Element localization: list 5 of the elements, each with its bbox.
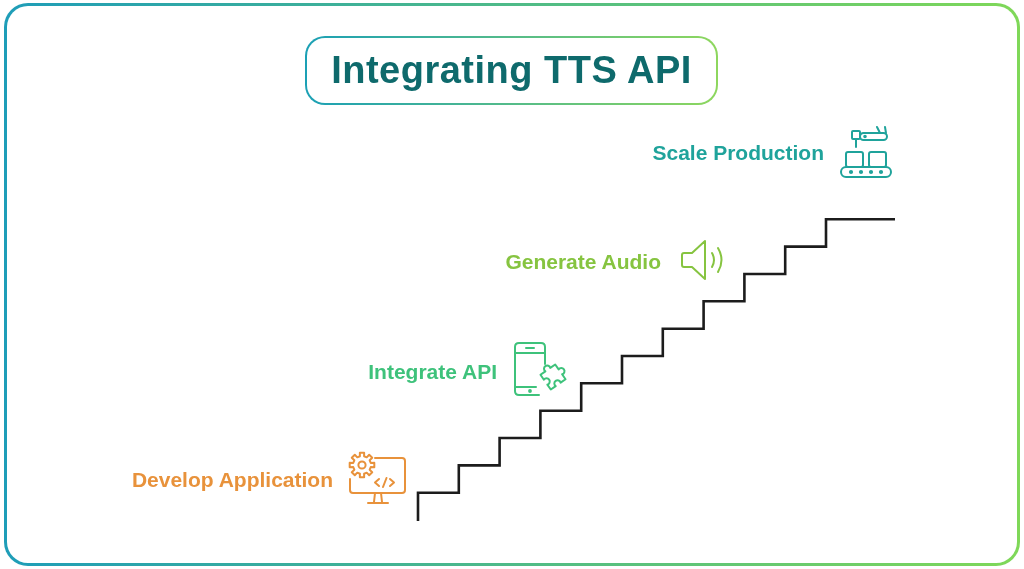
step-label: Integrate API: [368, 358, 497, 384]
title: Integrating TTS API: [331, 48, 692, 93]
step-label: Develop Application: [131, 466, 333, 492]
step-label: Scale Production: [652, 139, 824, 165]
step-label: Generate Audio: [505, 248, 661, 274]
